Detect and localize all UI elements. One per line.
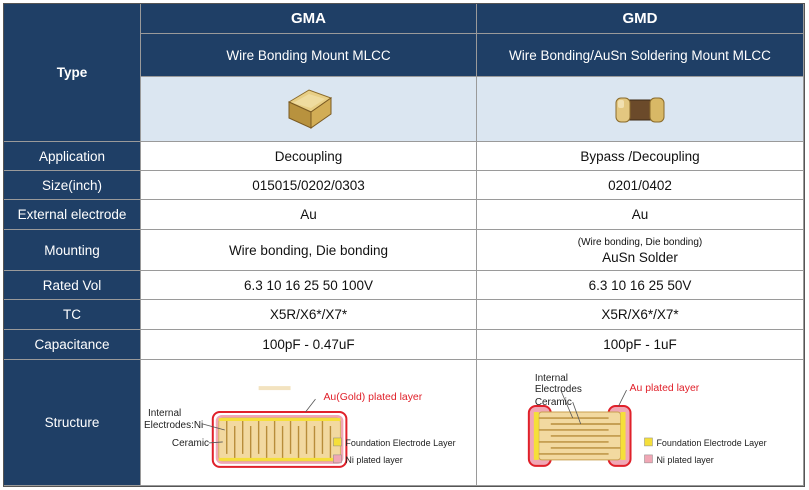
- gmd-tc: X5R/X6*/X7*: [477, 300, 804, 330]
- row-label-size: Size(inch): [4, 171, 141, 200]
- row-label-capacitance: Capacitance: [4, 330, 141, 360]
- gmd-size: 0201/0402: [477, 171, 804, 200]
- gma-application: Decoupling: [141, 142, 477, 171]
- gmd-legend2-label: Ni plated layer: [656, 454, 713, 464]
- gmd-mounting: (Wire bonding, Die bonding) AuSn Solder: [477, 230, 804, 271]
- gma-description: Wire Bonding Mount MLCC: [141, 34, 477, 77]
- gma-legend2-swatch: [333, 454, 342, 463]
- row-label-application: Application: [4, 142, 141, 171]
- gma-structure-diagram: Au(Gold) plated layer Internal Electrode…: [144, 385, 456, 468]
- gma-mounting: Wire bonding, Die bonding: [141, 230, 477, 271]
- gmd-header: GMD: [477, 4, 804, 34]
- gma-au-layer: [211, 410, 348, 468]
- gmd-mounting-main: AuSn Solder: [602, 250, 678, 265]
- gma-tc: X5R/X6*/X7*: [141, 300, 477, 330]
- gma-plated-label: Au(Gold) plated layer: [323, 392, 422, 403]
- spec-table: Type GMA Wire Bonding Mount MLCC GMD Wir…: [3, 3, 805, 487]
- gma-structure: Au(Gold) plated layer Internal Electrode…: [141, 360, 477, 486]
- gma-chip-image: [287, 89, 332, 129]
- gmd-ceramic-label: Ceramic: [535, 397, 572, 408]
- gma-internal-electrodes: [226, 419, 332, 459]
- gma-size: 015015/0202/0303: [141, 171, 477, 200]
- gma-electrodes-label: Electrodes:Ni: [144, 419, 203, 430]
- gmd-internal-electrodes: [538, 416, 621, 455]
- gma-top-highlight: [258, 385, 291, 390]
- gmd-chip-image: [615, 97, 665, 123]
- gmd-foundation-right: [620, 411, 626, 460]
- gma-electrode: Au: [141, 200, 477, 230]
- gmd-description: Wire Bonding/AuSn Soldering Mount MLCC: [477, 34, 804, 77]
- gmd-plated-label: Au plated layer: [630, 383, 700, 394]
- gma-foundation-bottom: [218, 457, 341, 461]
- gmd-electrodes-label: Electrodes: [535, 384, 582, 395]
- gmd-legend2-swatch: [644, 454, 653, 463]
- gmd-structure: Au plated layer Internal Electrodes Cera…: [477, 360, 804, 486]
- gma-ceramic-label: Ceramic: [172, 437, 209, 448]
- gmd-application: Bypass /Decoupling: [477, 142, 804, 171]
- gmd-photo: [477, 77, 804, 142]
- gmd-internal-label: Internal: [535, 373, 568, 384]
- gma-rated-vol: 6.3 10 16 25 50 100V: [141, 271, 477, 300]
- row-label-mounting: Mounting: [4, 230, 141, 271]
- gmd-foundation-left: [533, 411, 539, 460]
- gma-legend1-swatch: [333, 437, 342, 446]
- gma-internal-label: Internal: [148, 408, 181, 419]
- gma-foundation-top: [218, 417, 341, 421]
- gma-legend2-label: Ni plated layer: [345, 454, 402, 464]
- row-label-tc: TC: [4, 300, 141, 330]
- gmd-legend1-label: Foundation Electrode Layer: [656, 437, 766, 447]
- gma-capacitance: 100pF - 0.47uF: [141, 330, 477, 360]
- gmd-mounting-note: (Wire bonding, Die bonding): [577, 237, 703, 248]
- gma-header: GMA: [141, 4, 477, 34]
- type-label: Type: [4, 4, 141, 142]
- gmd-electrode: Au: [477, 200, 804, 230]
- gmd-structure-diagram: Au plated layer Internal Electrodes Cera…: [527, 373, 767, 467]
- gmd-rated-vol: 6.3 10 16 25 50V: [477, 271, 804, 300]
- row-label-electrode: External electrode: [4, 200, 141, 230]
- gma-photo: [141, 77, 477, 142]
- row-label-rated-vol: Rated Vol: [4, 271, 141, 300]
- row-label-structure: Structure: [4, 360, 141, 486]
- gma-legend1-label: Foundation Electrode Layer: [345, 437, 455, 447]
- gmd-legend1-swatch: [644, 437, 653, 446]
- gmd-capacitance: 100pF - 1uF: [477, 330, 804, 360]
